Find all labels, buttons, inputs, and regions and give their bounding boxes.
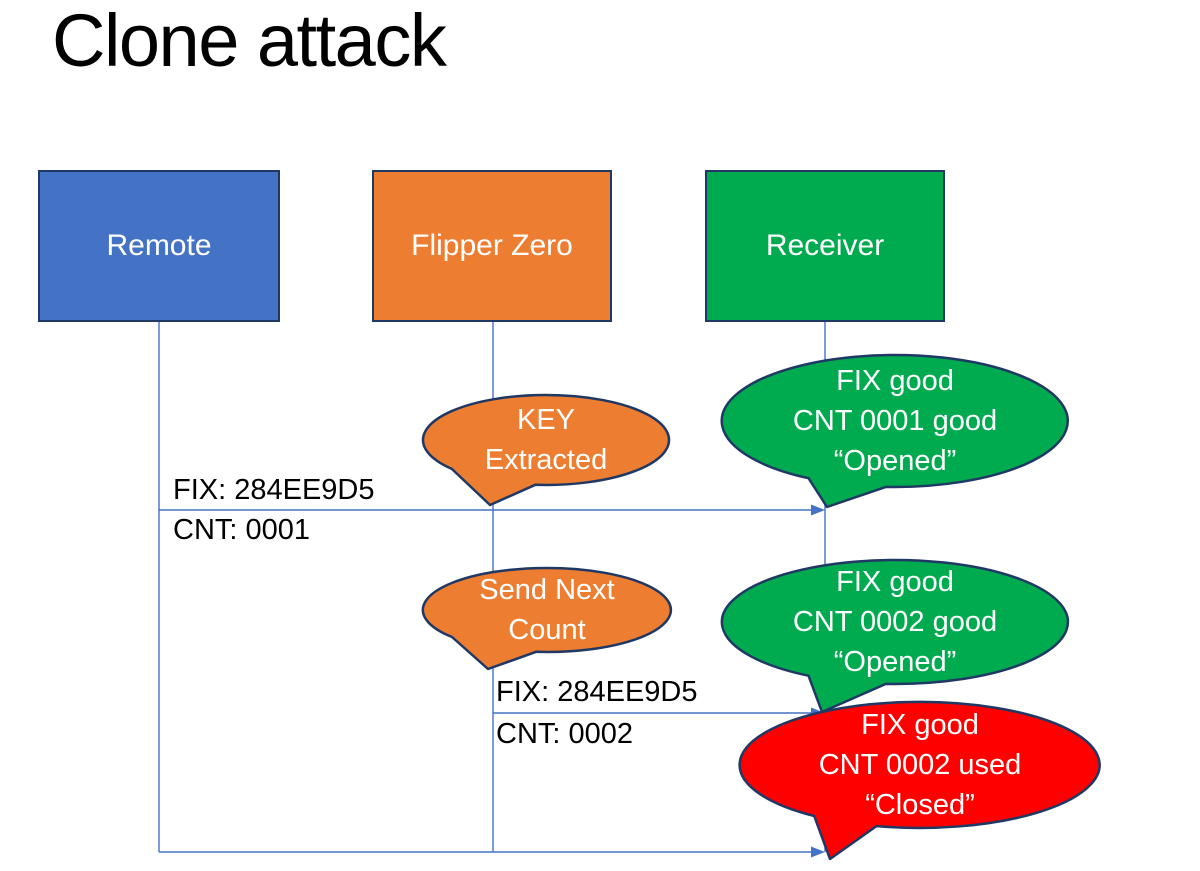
message2-cnt-label: CNT: 0002 [496,718,634,750]
callout-cnt0002-opened [720,558,1070,714]
arrowhead-icon-1 [811,504,825,516]
actor-box-receiver: Receiver [705,170,945,322]
actor-label-flipper-zero: Flipper Zero [411,229,573,262]
message2-fix-label: FIX: 284EE9D5 [496,676,698,708]
actor-box-remote: Remote [38,170,280,322]
message1-fix-label: FIX: 284EE9D5 [173,474,375,506]
callout-send-next-count [421,566,673,671]
callout-cnt0001-opened [720,353,1069,509]
slide-title: Clone attack [52,0,447,82]
callout-key-extracted [421,393,671,507]
actor-box-flipper-zero: Flipper Zero [372,170,612,322]
message1-cnt-label: CNT: 0001 [173,514,311,546]
actor-label-remote: Remote [106,229,212,262]
actor-label-receiver: Receiver [765,229,885,262]
arrowhead-icon-3 [811,846,825,858]
callout-cnt0002-closed [738,700,1101,861]
